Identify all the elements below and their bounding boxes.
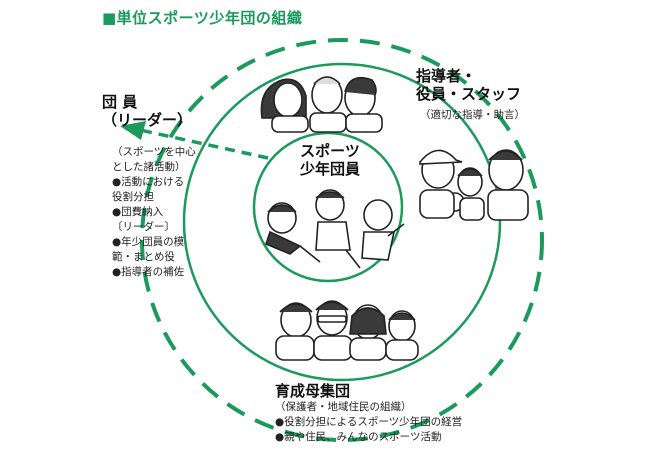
arrow-to-members xyxy=(120,121,269,160)
parents-subtitle: （保護者・地域住民の組織） xyxy=(275,401,412,413)
outer-dashed-ring xyxy=(140,38,544,442)
leaders-label: 指導者・ 役員・スタッフ xyxy=(416,67,521,103)
leaders-label-line1: 指導者・ xyxy=(416,67,477,85)
members-label-line2: （リーダー） xyxy=(102,111,193,129)
list-item: ●年少団員の模 xyxy=(112,236,185,248)
list-item: ●親や住民、みんなのスポーツ活動 xyxy=(275,431,442,443)
inner-ring xyxy=(252,131,404,283)
leaders-illustration xyxy=(260,76,383,133)
list-item: ●指導者の補佐 xyxy=(112,266,185,278)
list-item: （スポーツを中心 xyxy=(112,146,196,158)
members-label-line1: 団 員 xyxy=(102,93,138,111)
members-activity-list: （スポーツを中心 とした諸活動） ●活動における 役割分担 ●団費納入 〔リーダ… xyxy=(112,145,196,280)
diagram-title: ■単位スポーツ少年団の組織 xyxy=(102,9,303,27)
staff-illustration xyxy=(419,149,529,221)
list-item: ●活動における xyxy=(112,176,185,188)
list-item: 役割分担 xyxy=(112,191,154,203)
list-item: 範・まとめ役 xyxy=(112,251,175,263)
members-label: 団 員 （リーダー） xyxy=(102,93,192,129)
parents-activity-list: ●役割分担によるスポーツ少年団の経営 ●親や住民、みんなのスポーツ活動 xyxy=(275,415,462,445)
list-item: とした諸活動） xyxy=(112,161,186,173)
center-label-line1: スポーツ xyxy=(300,142,360,160)
kids-illustration xyxy=(265,189,405,269)
center-label-line2: 少年団員 xyxy=(299,160,360,178)
middle-ring xyxy=(182,62,502,382)
center-label: スポーツ 少年団員 xyxy=(290,142,370,178)
parents-label: 育成母集団 xyxy=(275,382,351,400)
leaders-label-line2: 役員・スタッフ xyxy=(416,85,522,103)
leaders-subtitle: （適切な指導・助言） xyxy=(420,109,525,121)
parents-illustration xyxy=(275,300,419,361)
list-item: ●団費納入 xyxy=(112,206,164,218)
list-item: 〔リーダー〕 xyxy=(112,221,175,233)
list-item: ●役割分担によるスポーツ少年団の経営 xyxy=(275,416,463,428)
